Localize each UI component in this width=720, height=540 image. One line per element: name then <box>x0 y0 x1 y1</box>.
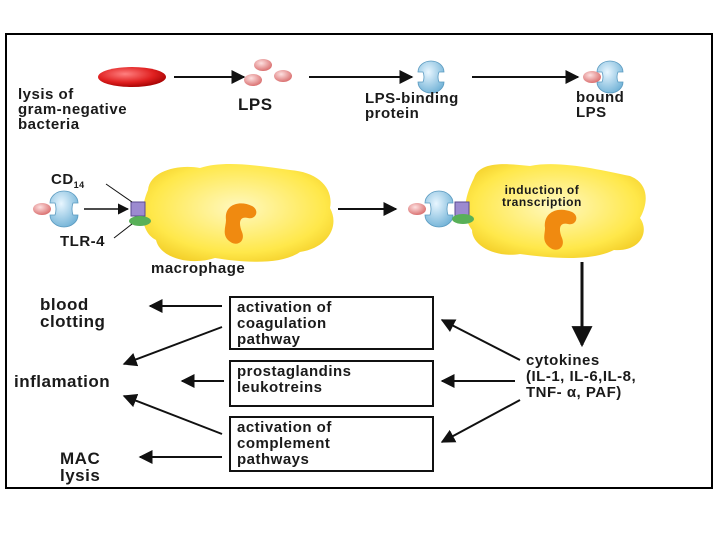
lps-particle <box>33 203 51 215</box>
arrow-cyto-to-compl <box>440 399 521 443</box>
lps-particle <box>274 70 292 82</box>
blood-clotting-label: blood clotting <box>40 295 106 331</box>
cd14-sub: 14 <box>73 180 85 190</box>
induction-label: induction of transcription <box>502 183 582 209</box>
diagram-frame <box>5 33 713 489</box>
lps-particle <box>254 59 272 71</box>
cd14-receptor <box>130 201 146 217</box>
mac-lysis-label: MAC lysis <box>60 449 101 485</box>
bound-lps-label: bound LPS <box>576 89 625 121</box>
lbp-label: LPS-binding protein <box>365 90 459 122</box>
lps-particle <box>408 203 426 215</box>
inflamation-label: inflamation <box>14 372 111 391</box>
tlr4-receptor <box>129 216 151 226</box>
tlr4-receptor-2 <box>452 214 474 224</box>
complement-box: activation of complement pathways <box>229 416 434 472</box>
nucleus-shape <box>224 203 257 244</box>
nucleus-shape-2 <box>544 209 577 250</box>
bound-lps-particle <box>583 71 601 83</box>
lbp-shape <box>417 60 445 94</box>
cd14-main: CD <box>51 171 74 188</box>
tlr4-pointer <box>113 223 133 239</box>
lps-label: LPS <box>238 95 273 114</box>
cytokines-label: cytokines (IL-1, IL-6,IL-8, TNF- α, PAF) <box>526 352 637 402</box>
cd14-receptor-2 <box>454 201 470 217</box>
lysis-label: lysis of gram-negative bacteria <box>18 86 128 133</box>
prostaglandins-box: prostaglandins leukotreins <box>229 360 434 407</box>
arrow-compl-to-inflam <box>122 394 223 435</box>
lps-particle <box>244 74 262 86</box>
lbp-shape <box>49 190 79 228</box>
arrow-coag-to-inflam <box>122 326 223 367</box>
cd14-label: CD14 <box>51 172 85 190</box>
cd14-pointer <box>105 183 133 203</box>
lbp-shape <box>424 190 454 228</box>
bacteria-shape <box>98 67 166 87</box>
tlr4-label: TLR-4 <box>60 233 105 250</box>
macrophage-label: macrophage <box>151 260 246 277</box>
coagulation-box: activation of coagulation pathway <box>229 296 434 350</box>
bound-lbp-shape <box>596 60 624 94</box>
arrow-cyto-to-coag <box>440 319 521 361</box>
